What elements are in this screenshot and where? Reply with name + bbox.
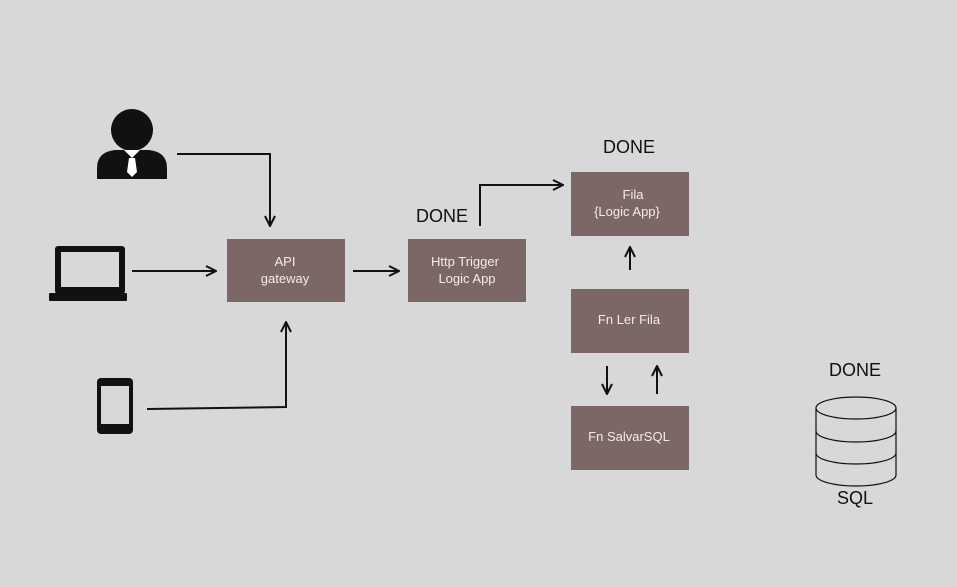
laptop-icon: [49, 246, 127, 301]
api-gateway-node[interactable]: API gateway: [227, 239, 345, 302]
database-label: SQL: [837, 488, 873, 508]
http-trigger-status: DONE: [416, 206, 468, 226]
fila-label-line1: Fila: [623, 187, 645, 202]
database-status: DONE: [829, 360, 881, 380]
api-gateway-label-line2: gateway: [261, 271, 310, 286]
trigger-to-fila-arrow: [479, 185, 563, 226]
database-icon: [815, 396, 897, 487]
fila-node[interactable]: Fila {Logic App}: [571, 172, 689, 236]
fila-status: DONE: [603, 137, 655, 157]
user-to-gateway-arrow: [177, 153, 270, 226]
http-trigger-node[interactable]: Http Trigger Logic App: [408, 239, 526, 302]
mobile-to-gateway-arrow: [146, 322, 286, 410]
person-with-tie-icon: [97, 109, 167, 179]
smartphone-icon: [97, 378, 133, 434]
fila-label-line2: {Logic App}: [594, 204, 660, 219]
fn-ler-fila-label: Fn Ler Fila: [598, 312, 661, 327]
fn-ler-fila-node[interactable]: Fn Ler Fila: [571, 289, 689, 353]
http-trigger-label-line2: Logic App: [438, 271, 495, 286]
fn-salvar-sql-node[interactable]: Fn SalvarSQL: [571, 406, 689, 470]
fn-salvar-sql-label: Fn SalvarSQL: [588, 429, 670, 444]
api-gateway-label-line1: API: [275, 254, 296, 269]
http-trigger-label-line1: Http Trigger: [431, 254, 500, 269]
